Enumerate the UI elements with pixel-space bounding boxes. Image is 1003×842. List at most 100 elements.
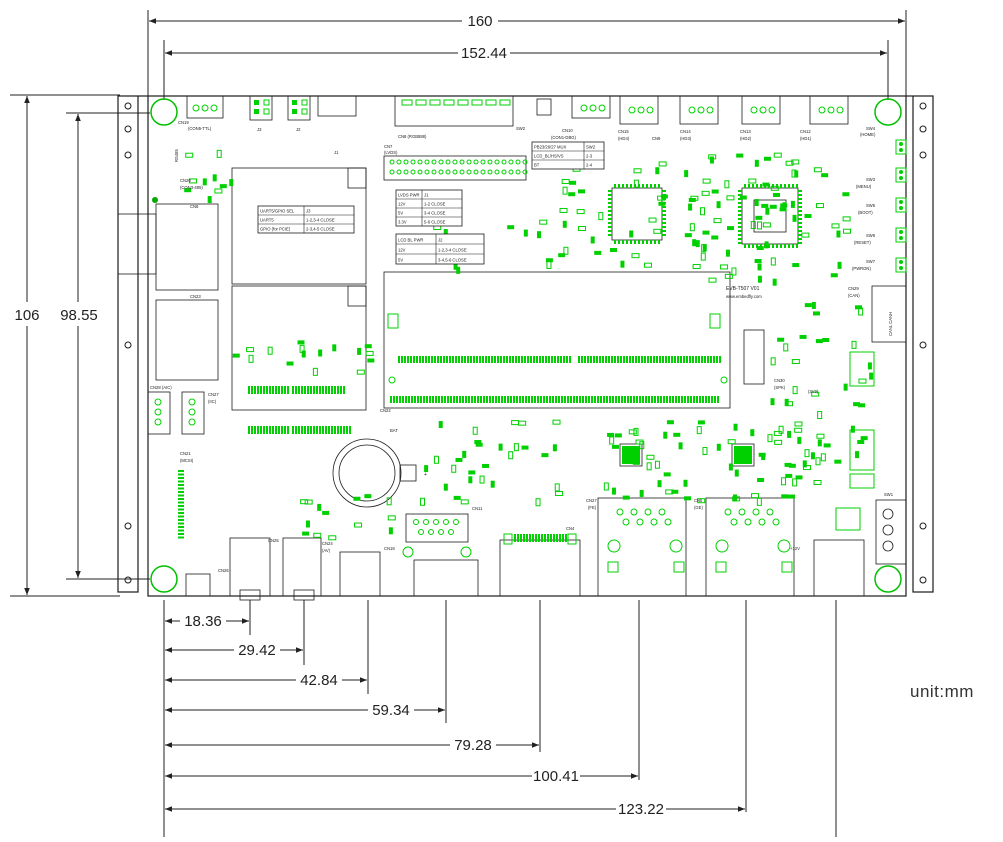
pad bbox=[815, 457, 821, 466]
pad bbox=[340, 426, 342, 434]
table-cell: PB23/26/27 MUX bbox=[534, 145, 567, 150]
pad bbox=[781, 561, 793, 573]
pad bbox=[624, 396, 626, 403]
pad bbox=[752, 244, 754, 248]
pad bbox=[624, 458, 633, 464]
pad bbox=[813, 167, 822, 173]
pad bbox=[744, 184, 746, 188]
pad bbox=[229, 179, 234, 187]
pad bbox=[298, 426, 300, 434]
pad bbox=[515, 159, 521, 165]
table-cell: 1-2 CLOSE bbox=[424, 202, 446, 207]
label-cn22: CN22 bbox=[380, 408, 391, 413]
pad bbox=[899, 176, 903, 180]
label-cn12-sub: (HD1) bbox=[800, 136, 812, 141]
pad bbox=[473, 159, 479, 165]
label-sw3-sub: (MENU) bbox=[856, 184, 872, 189]
pad bbox=[738, 508, 746, 516]
label-cn20: CN20 bbox=[180, 178, 191, 183]
pad bbox=[462, 396, 464, 403]
pad bbox=[608, 198, 612, 200]
pad bbox=[626, 356, 628, 363]
pad bbox=[429, 99, 441, 106]
pad bbox=[688, 197, 696, 202]
pad bbox=[434, 356, 436, 363]
pad bbox=[858, 378, 867, 384]
pad bbox=[519, 396, 521, 403]
table-cell: LCD BL PWR bbox=[398, 238, 423, 243]
pad bbox=[501, 159, 507, 165]
pad bbox=[757, 275, 762, 283]
pad bbox=[548, 356, 550, 363]
table-cell: SW2 bbox=[586, 145, 596, 150]
label-sw5-sub: (BOOT) bbox=[858, 210, 873, 215]
pad bbox=[178, 508, 184, 511]
pad bbox=[275, 386, 277, 394]
pad bbox=[792, 214, 797, 222]
pad bbox=[633, 396, 635, 403]
pad bbox=[178, 487, 184, 490]
pad bbox=[662, 190, 666, 192]
pad bbox=[441, 396, 443, 403]
pad bbox=[292, 426, 294, 434]
pad bbox=[657, 396, 659, 403]
pad bbox=[337, 426, 339, 434]
pad bbox=[772, 192, 780, 197]
pad bbox=[754, 199, 759, 207]
pad bbox=[520, 534, 522, 542]
pad bbox=[188, 418, 196, 426]
pad bbox=[491, 356, 493, 363]
pad bbox=[608, 356, 610, 363]
pad bbox=[487, 159, 493, 165]
pad bbox=[754, 258, 762, 263]
pad bbox=[725, 249, 730, 257]
pad bbox=[594, 396, 596, 403]
pad bbox=[530, 356, 532, 363]
pad bbox=[669, 539, 683, 553]
pad bbox=[334, 386, 336, 394]
pad bbox=[460, 499, 469, 505]
pad bbox=[178, 519, 184, 521]
label-cn10-sub: (CON1-DBG) bbox=[551, 135, 576, 140]
pad bbox=[792, 244, 794, 248]
pad bbox=[817, 411, 823, 420]
pad bbox=[428, 529, 434, 535]
pad bbox=[541, 534, 543, 542]
pad bbox=[573, 396, 575, 403]
pad bbox=[178, 491, 184, 493]
pad bbox=[622, 240, 624, 244]
pad bbox=[281, 386, 283, 394]
pad bbox=[515, 169, 521, 175]
pad bbox=[304, 426, 306, 434]
label-cn12: CN12 bbox=[800, 129, 811, 134]
dim-left-inner: 98.55 bbox=[60, 307, 98, 324]
pad bbox=[596, 356, 598, 363]
pad bbox=[779, 207, 787, 212]
pad bbox=[634, 184, 636, 188]
pad bbox=[417, 169, 423, 175]
dimension-lines bbox=[10, 10, 907, 837]
pad bbox=[795, 475, 803, 480]
pad bbox=[507, 225, 515, 230]
pad bbox=[643, 262, 652, 268]
pad bbox=[727, 439, 736, 445]
pad bbox=[791, 169, 797, 178]
pad bbox=[588, 396, 590, 403]
pad bbox=[332, 344, 337, 352]
pad bbox=[511, 420, 520, 426]
pad bbox=[522, 159, 528, 165]
label-cn20-sub: (CON3-485) bbox=[180, 185, 203, 190]
pad bbox=[569, 180, 577, 185]
table-mux bbox=[531, 141, 605, 170]
pad bbox=[313, 386, 315, 394]
dim-bottom-7: 123.22 bbox=[618, 801, 664, 818]
pad bbox=[570, 396, 572, 403]
pad bbox=[438, 396, 440, 403]
pad bbox=[489, 396, 491, 403]
pad bbox=[551, 356, 553, 363]
pad bbox=[618, 396, 620, 403]
pad bbox=[684, 233, 692, 238]
pad bbox=[540, 396, 542, 403]
pad bbox=[316, 386, 318, 394]
pad bbox=[561, 178, 570, 184]
